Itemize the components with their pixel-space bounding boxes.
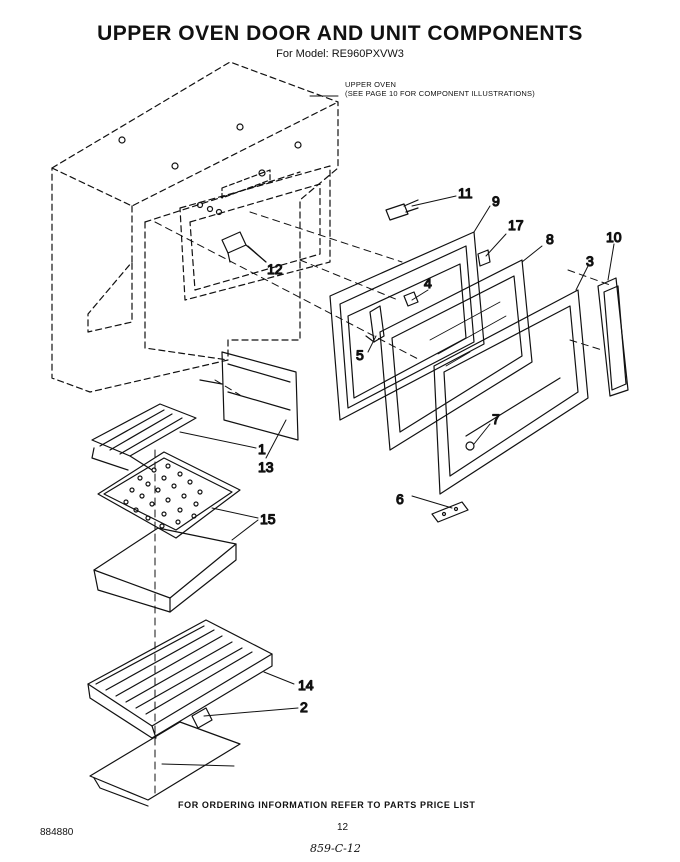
handwritten-code: 859-C-12 bbox=[310, 842, 361, 855]
alignment-lines bbox=[154, 211, 611, 796]
part-bake-element-2 bbox=[89, 707, 241, 807]
reference-number: 884880 bbox=[40, 827, 74, 838]
part-broiler-pan-15 bbox=[93, 527, 237, 613]
upper-oven-note-line2: (SEE PAGE 10 FOR COMPONENT ILLUSTRATIONS… bbox=[345, 89, 535, 98]
part-cap-7 bbox=[465, 441, 475, 451]
leader-lines bbox=[161, 95, 615, 767]
part-door-handle-10 bbox=[597, 277, 629, 397]
callout-6: 6 bbox=[396, 491, 404, 507]
part-door-frame-3 bbox=[433, 289, 589, 495]
callout-5: 5 bbox=[356, 347, 364, 363]
callout-4: 4 bbox=[424, 275, 432, 291]
callout-2: 2 bbox=[300, 699, 308, 715]
callout-9: 9 bbox=[492, 193, 500, 209]
upper-oven-note-line1: UPPER OVEN bbox=[345, 80, 397, 89]
part-door-liner-9 bbox=[329, 231, 485, 421]
part-oven-rack-14 bbox=[87, 619, 273, 739]
callout-3: 3 bbox=[586, 253, 594, 269]
cabinet-holes bbox=[118, 123, 302, 177]
callout-8: 8 bbox=[546, 231, 554, 247]
callout-12: 12 bbox=[267, 261, 283, 277]
callout-7: 7 bbox=[492, 411, 500, 427]
callout-14: 14 bbox=[298, 677, 314, 693]
part-clip-6 bbox=[431, 501, 469, 523]
upper-oven-note: UPPER OVEN (SEE PAGE 10 FOR COMPONENT IL… bbox=[345, 80, 535, 98]
model-number: For Model: RE960PXVW3 bbox=[276, 48, 404, 60]
callout-11: 11 bbox=[458, 185, 473, 201]
part-spacer-4 bbox=[403, 291, 419, 307]
part-element-bracket-13 bbox=[199, 351, 299, 441]
callout-1: 1 bbox=[258, 441, 266, 457]
callout-10: 10 bbox=[606, 229, 622, 245]
callout-13: 13 bbox=[258, 459, 274, 475]
cabinet-vent bbox=[221, 169, 271, 199]
upper-oven-cabinet bbox=[51, 61, 339, 393]
part-bracket-5 bbox=[365, 305, 385, 343]
ordering-note: FOR ORDERING INFORMATION REFER TO PARTS … bbox=[178, 800, 476, 810]
callout-17: 17 bbox=[508, 217, 524, 233]
part-door-glass-8 bbox=[379, 259, 533, 451]
part-latch-12 bbox=[221, 231, 267, 263]
part-broil-element-1 bbox=[91, 403, 197, 471]
door-hinge-brackets bbox=[196, 201, 223, 216]
page-number: 12 bbox=[337, 822, 349, 833]
part-clip-17 bbox=[477, 249, 491, 267]
broiler-grid-holes bbox=[123, 463, 203, 529]
part-screw-11 bbox=[385, 199, 419, 221]
diagram-title: UPPER OVEN DOOR AND UNIT COMPONENTS bbox=[97, 22, 583, 45]
callout-15: 15 bbox=[260, 511, 276, 527]
part-broiler-grid-15 bbox=[97, 451, 241, 539]
